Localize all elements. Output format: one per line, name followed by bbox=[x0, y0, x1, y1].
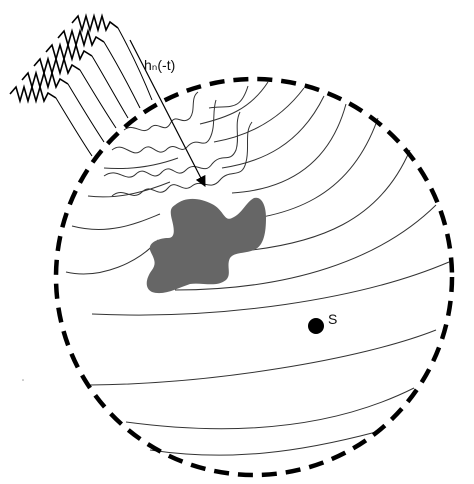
signal-trace bbox=[45, 42, 129, 119]
wavefront-arc bbox=[221, 95, 325, 169]
source-point bbox=[308, 318, 324, 334]
artifact-dot bbox=[22, 379, 24, 381]
signal-trace bbox=[9, 84, 93, 157]
wavefront-arc bbox=[65, 239, 159, 275]
transducer-signal-array bbox=[9, 13, 153, 157]
signal-trace bbox=[71, 13, 153, 101]
wavefront-arc bbox=[208, 85, 249, 109]
signal-trace bbox=[57, 28, 141, 109]
distorted-wavefronts bbox=[103, 91, 253, 197]
scatterer-blob bbox=[146, 197, 266, 294]
signal-trace bbox=[33, 56, 117, 129]
wavefront-arc bbox=[71, 213, 161, 230]
wavefront-arc bbox=[87, 181, 171, 198]
wavefront-arc bbox=[174, 204, 437, 291]
wavefront-arcs bbox=[65, 81, 450, 456]
distorted-wavefront bbox=[111, 121, 253, 197]
distorted-wavefront bbox=[103, 111, 241, 178]
wavefront-arc bbox=[231, 149, 411, 253]
boundary-circle bbox=[53, 76, 455, 478]
wavefront-arc bbox=[149, 431, 377, 456]
wavefront-arc bbox=[91, 261, 450, 316]
source-label: S bbox=[328, 311, 337, 327]
wavefront-arc bbox=[213, 87, 305, 143]
focusing-arrow bbox=[129, 39, 206, 187]
wavefront-arc bbox=[125, 387, 415, 430]
wavefront-arc bbox=[231, 103, 347, 194]
arrow-label: hₙ(-t) bbox=[144, 57, 175, 73]
distorted-wavefront bbox=[123, 91, 199, 132]
wavefront-arc bbox=[89, 329, 437, 386]
wavefront-arc bbox=[103, 157, 179, 169]
signal-trace bbox=[21, 70, 105, 143]
distorted-wavefront bbox=[111, 99, 217, 154]
wavefront-arc bbox=[199, 81, 269, 125]
